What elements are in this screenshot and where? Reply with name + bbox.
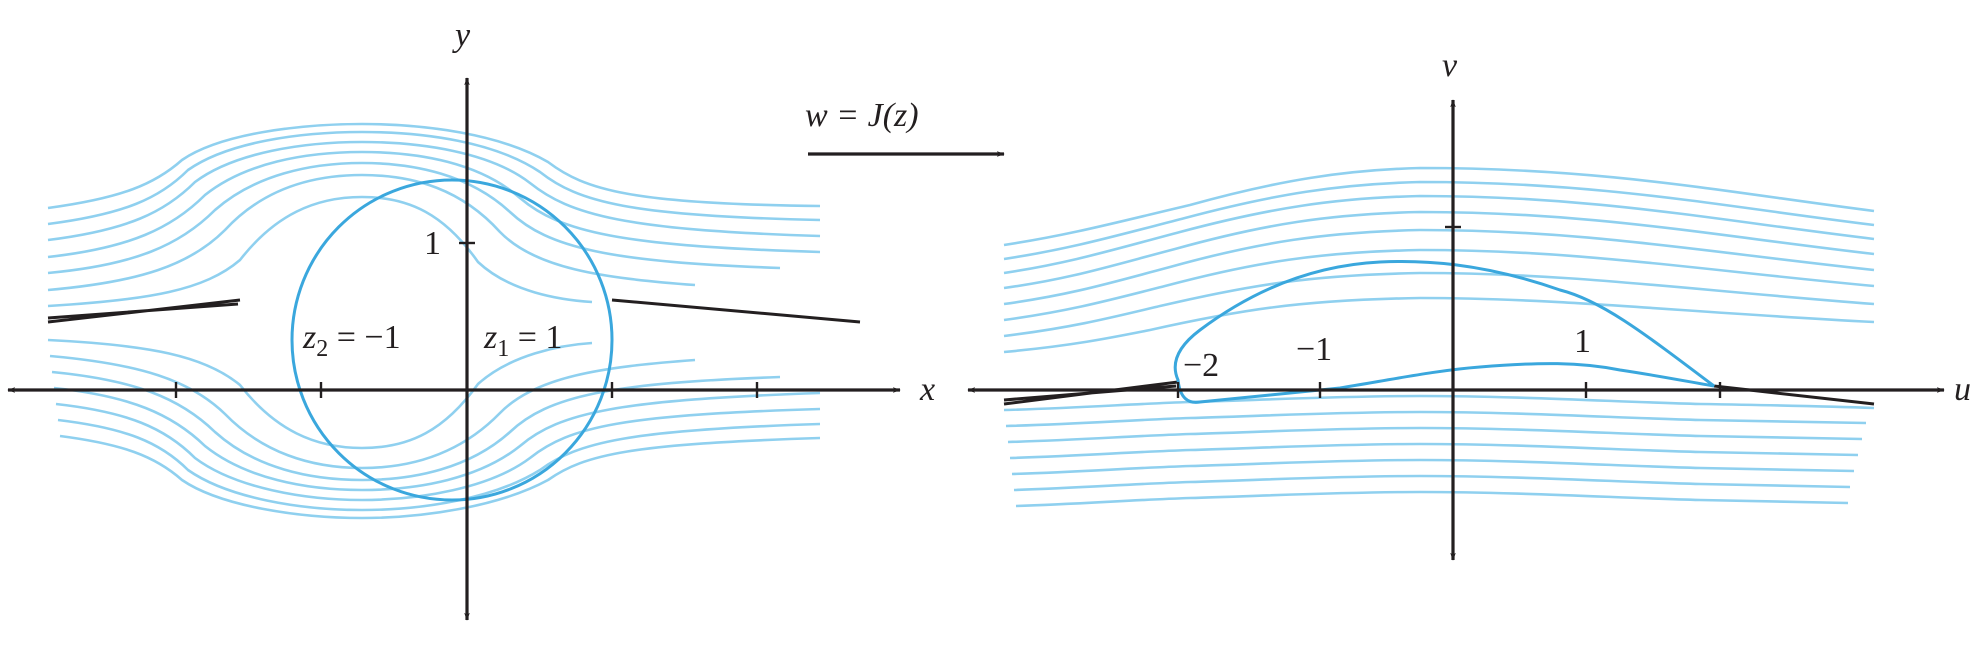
streamline	[47, 195, 593, 308]
left-streamlines-upper	[47, 122, 821, 308]
streamline	[47, 140, 821, 242]
u-tick-label-one: 1	[1574, 323, 1591, 360]
streamline	[47, 338, 593, 450]
z2-label: z2 = −1	[302, 319, 401, 362]
streamline	[1005, 410, 1867, 428]
mapping-label: w = J(z)	[805, 97, 919, 134]
unit-circle	[290, 178, 614, 502]
left-panel: y x 1 z2 = −1 z1 = 1	[7, 17, 935, 621]
left-streamlines-lower	[47, 338, 821, 520]
z1-label: z1 = 1	[483, 319, 562, 362]
streamline	[53, 386, 821, 492]
streamline	[1003, 248, 1875, 322]
streamline	[1003, 271, 1875, 338]
left-slit-line	[47, 298, 241, 324]
streamline	[59, 434, 821, 520]
y-tick-label-one: 1	[424, 225, 441, 262]
right-streamlines-lower	[1003, 394, 1875, 508]
streamline	[1003, 394, 1875, 412]
streamline	[49, 354, 696, 470]
mapping: w = J(z)	[805, 97, 1005, 157]
right-slit-line	[611, 298, 861, 324]
right-streamlines-upper	[1003, 166, 1875, 354]
streamline	[47, 173, 696, 292]
streamline	[55, 402, 821, 502]
streamline	[1003, 166, 1875, 247]
y-axis-label: y	[452, 17, 471, 54]
streamline	[1011, 458, 1855, 476]
streamline	[1003, 194, 1875, 275]
right-panel: v u −2 −1 1	[967, 47, 1971, 561]
u-axis-label: u	[1954, 371, 1971, 408]
streamline	[47, 150, 821, 259]
streamline	[1009, 442, 1859, 460]
streamline	[1003, 228, 1875, 306]
u-tick-label-neg1: −1	[1296, 331, 1332, 368]
streamline	[1015, 490, 1849, 508]
streamline	[57, 418, 821, 512]
streamline	[1003, 210, 1875, 290]
v-axis-label: v	[1442, 47, 1458, 84]
streamline	[1013, 474, 1851, 492]
u-tick-label-neg2: −2	[1183, 347, 1219, 384]
streamline	[1007, 426, 1863, 444]
streamline	[1003, 296, 1875, 354]
streamline	[51, 370, 781, 482]
streamline	[47, 161, 781, 275]
leading-line	[1003, 380, 1179, 406]
streamline	[1003, 180, 1875, 261]
streamline	[47, 130, 821, 226]
x-axis-label: x	[919, 371, 935, 408]
streamline	[47, 122, 821, 210]
